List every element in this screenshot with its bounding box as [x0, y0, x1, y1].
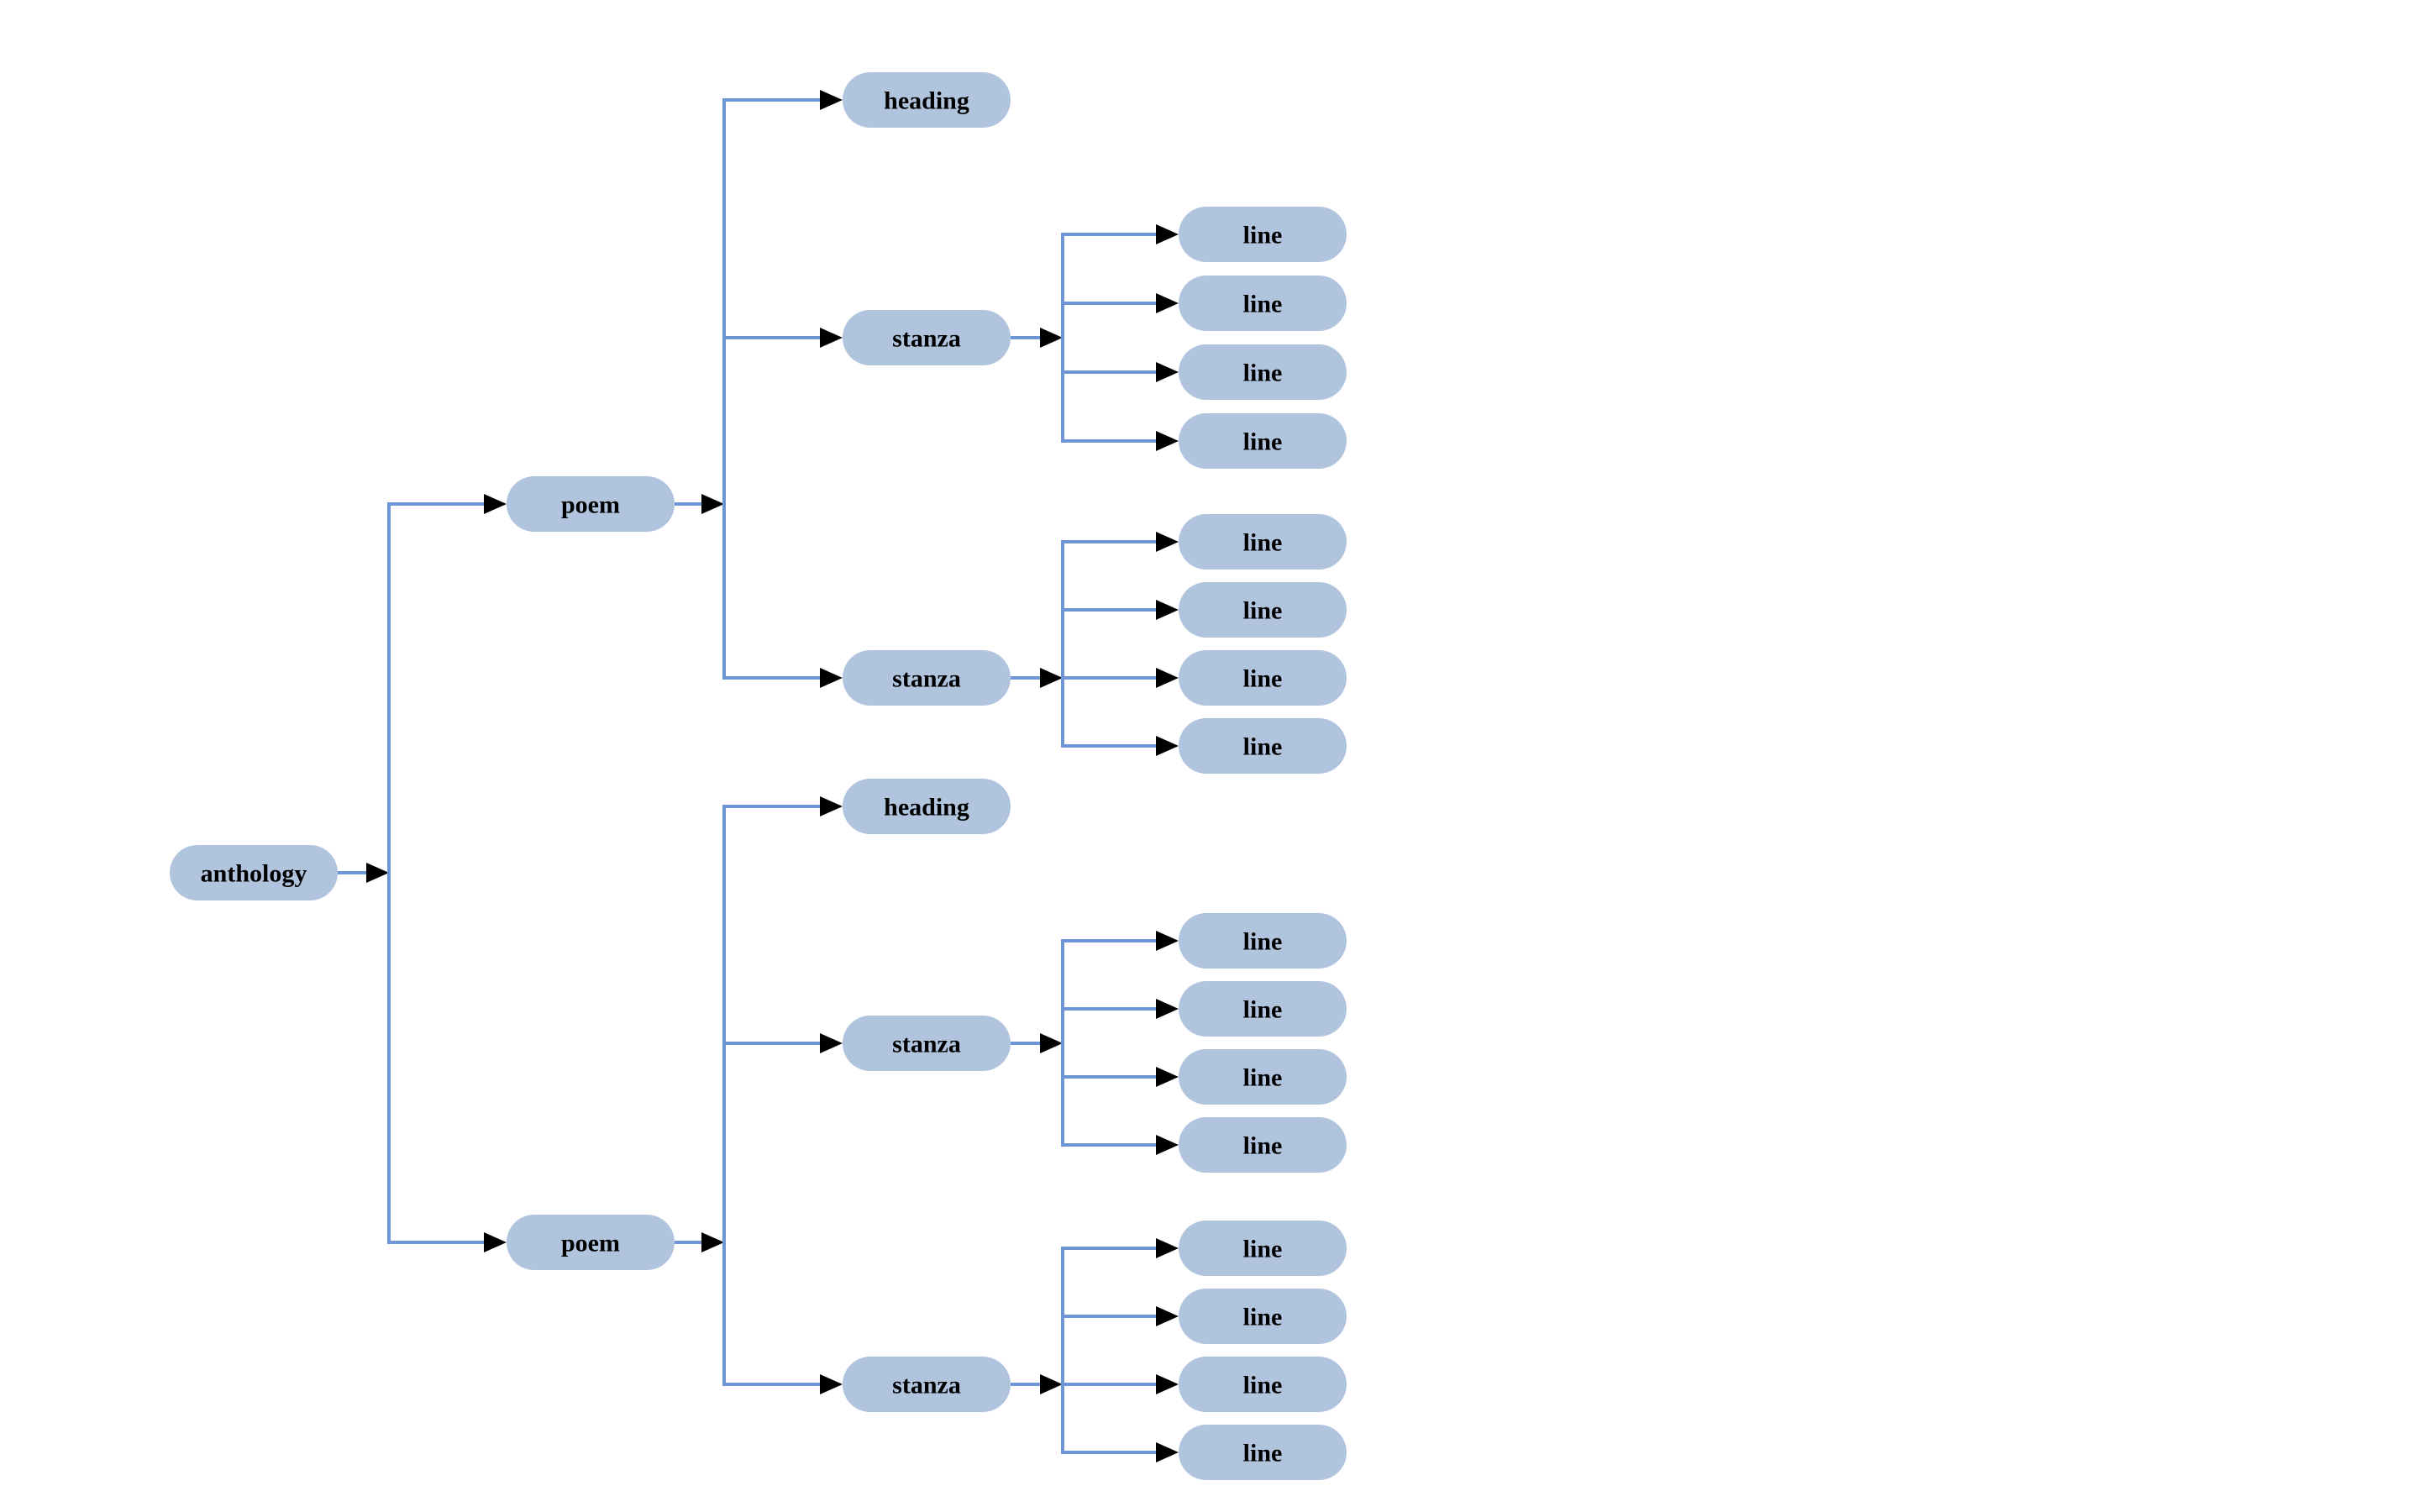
node-label-anthology: anthology [201, 860, 307, 888]
arrowhead-icon [1040, 1374, 1063, 1394]
node-label-line-8: line [1243, 733, 1283, 761]
node-label-line-2: line [1243, 291, 1283, 318]
arrowhead-icon [701, 494, 724, 514]
arrowhead-icon [484, 1232, 507, 1252]
node-pill-heading-2 [843, 779, 1011, 834]
node-label-line-5: line [1243, 529, 1283, 557]
arrowhead-icon [1156, 736, 1179, 756]
arrowhead-icon [484, 494, 507, 514]
node-label-stanza-2: stanza [892, 665, 961, 693]
arrowhead-icon [1156, 431, 1179, 451]
arrowhead-icon [1156, 1067, 1179, 1087]
node-label-line-15: line [1243, 1372, 1283, 1399]
node-pill-line-7 [1179, 650, 1347, 706]
node-pill-line-1 [1179, 207, 1347, 262]
node-label-line-14: line [1243, 1304, 1283, 1331]
node-label-line-6: line [1243, 597, 1283, 625]
arrowhead-icon [1040, 1033, 1063, 1053]
arrowhead-icon [1156, 293, 1179, 313]
arrowhead-icon [701, 1232, 724, 1252]
arrowhead-icon [1156, 1238, 1179, 1258]
node-label-line-11: line [1243, 1064, 1283, 1092]
node-label-line-3: line [1243, 360, 1283, 387]
arrowhead-icon [1156, 362, 1179, 382]
node-label-heading-2: heading [884, 794, 969, 822]
node-label-heading-1: heading [884, 87, 969, 115]
arrowhead-icon [820, 328, 843, 348]
node-label-stanza-3: stanza [892, 1031, 961, 1058]
node-label-line-12: line [1243, 1132, 1283, 1160]
node-pill-line-14 [1179, 1289, 1347, 1344]
node-label-line-13: line [1243, 1236, 1283, 1263]
node-label-line-9: line [1243, 928, 1283, 956]
node-pill-line-6 [1179, 582, 1347, 638]
arrowhead-icon [1156, 1374, 1179, 1394]
node-pill-line-8 [1179, 718, 1347, 774]
node-pill-poem-1 [507, 476, 675, 532]
node-pill-line-9 [1179, 913, 1347, 969]
node-pill-line-16 [1179, 1425, 1347, 1480]
arrowhead-icon [1156, 999, 1179, 1019]
node-label-line-16: line [1243, 1440, 1283, 1467]
node-pill-line-13 [1179, 1221, 1347, 1276]
node-label-line-4: line [1243, 428, 1283, 456]
node-pill-line-15 [1179, 1357, 1347, 1412]
node-pill-poem-2 [507, 1215, 675, 1270]
node-pill-stanza-3 [843, 1016, 1011, 1071]
node-pill-stanza-4 [843, 1357, 1011, 1412]
arrowhead-icon [820, 1374, 843, 1394]
node-pill-line-12 [1179, 1117, 1347, 1173]
node-label-line-1: line [1243, 222, 1283, 249]
arrowhead-icon [1156, 1442, 1179, 1462]
node-pill-line-10 [1179, 981, 1347, 1037]
arrowhead-icon [820, 1033, 843, 1053]
arrowhead-icon [1156, 224, 1179, 244]
node-pill-line-2 [1179, 276, 1347, 331]
arrowhead-icon [820, 796, 843, 816]
node-pill-line-11 [1179, 1049, 1347, 1105]
arrowhead-icon [366, 863, 389, 883]
arrowhead-icon [1156, 1135, 1179, 1155]
arrowhead-icon [820, 668, 843, 688]
arrowhead-icon [1156, 668, 1179, 688]
node-label-poem-2: poem [561, 1230, 620, 1257]
node-pill-line-3 [1179, 344, 1347, 400]
node-label-line-7: line [1243, 665, 1283, 693]
node-pill-heading-1 [843, 72, 1011, 128]
arrowhead-icon [1156, 931, 1179, 951]
node-label-stanza-1: stanza [892, 325, 961, 353]
arrowhead-icon [820, 90, 843, 110]
node-pill-stanza-2 [843, 650, 1011, 706]
arrowhead-icon [1156, 1306, 1179, 1326]
arrowhead-icon [1040, 668, 1063, 688]
node-label-line-10: line [1243, 996, 1283, 1024]
node-pill-line-4 [1179, 413, 1347, 469]
node-pill-line-5 [1179, 514, 1347, 570]
node-pill-stanza-1 [843, 310, 1011, 365]
node-label-stanza-4: stanza [892, 1372, 961, 1399]
arrowhead-icon [1040, 328, 1063, 348]
node-pill-anthology [170, 845, 338, 900]
arrowhead-icon [1156, 532, 1179, 552]
node-label-poem-1: poem [561, 491, 620, 519]
arrowhead-icon [1156, 600, 1179, 620]
